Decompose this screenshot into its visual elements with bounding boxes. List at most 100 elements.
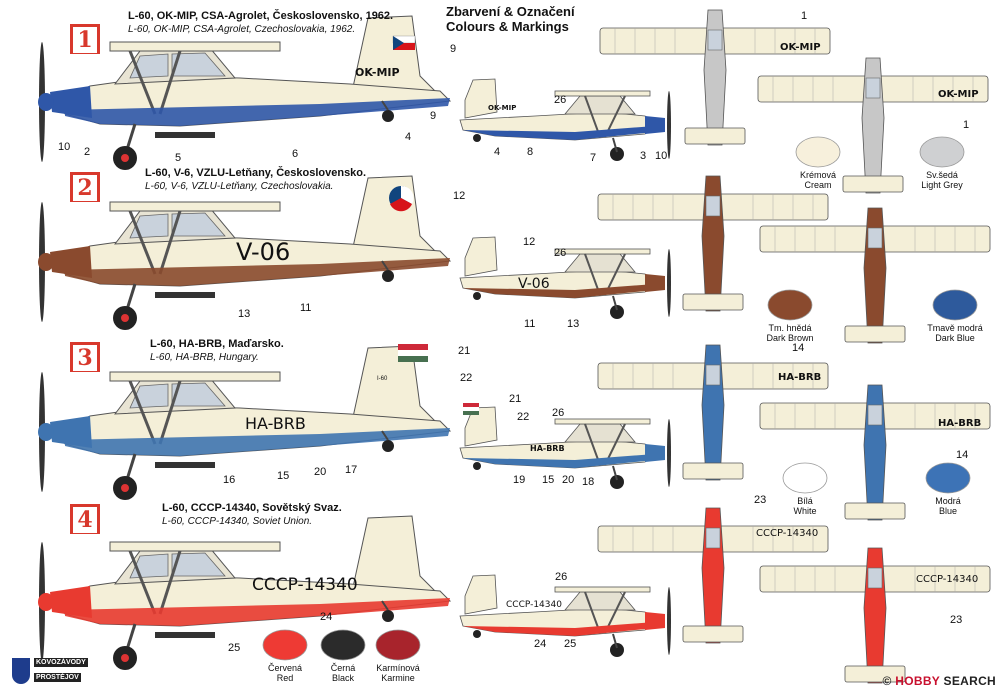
callout: 10 [58,141,71,153]
callout: 26 [554,94,567,106]
callout: 1 [963,119,970,131]
reg-4-top: CCCP-14340 [756,528,819,539]
callout: 21 [458,345,471,357]
caption-2-cz: L-60, V-6, VZLU-Letňany, Československo. [145,167,367,179]
callout: 21 [509,393,522,405]
reg-4-side: CCCP-14340 [252,575,358,595]
colour-swatch [919,136,965,168]
reg-4-mini: CCCP-14340 [506,600,562,610]
callout: 14 [956,449,969,461]
swatch-name-en: White [793,506,817,516]
callout: 15 [542,474,555,486]
caption-1-en: L-60, OK-MIP, CSA-Agrolet, Czechoslovaki… [128,24,356,35]
swatch-name-cz: Modrá [935,496,961,506]
callout: 14 [792,342,805,354]
callout: 8 [527,146,534,158]
swatch-name-cz: Tmavě modrá [927,323,983,333]
callout: 1 [801,10,808,22]
colour-swatch [795,136,841,168]
callout: 2 [84,146,91,158]
reg-3-top: HA-BRB [778,372,822,383]
callout: 26 [555,571,568,583]
colour-swatch [782,462,828,494]
hungarian-flag-mini-3 [463,403,479,415]
callout: 9 [430,110,437,122]
callout: 23 [950,614,963,626]
caption-3-cz: L-60, HA-BRB, Maďarsko. [150,338,284,350]
callout: 13 [238,308,251,320]
manufacturer-logo: KOVOZÁVODY PROSTĚJOV [10,656,92,688]
swatch-name-en: Cream [804,180,832,190]
callout: 12 [453,190,466,202]
logo-line1: KOVOZÁVODY [34,658,88,667]
callout: 10 [655,150,668,162]
callout: 4 [405,131,412,143]
colour-swatch [375,629,421,661]
swatch-name-en: Dark Blue [935,333,975,343]
callout: 22 [517,411,530,423]
callout: 5 [175,152,182,164]
czech-roundel-2 [389,185,414,212]
swatch-name-cz: Krémová [799,170,836,180]
colour-swatch [932,289,978,321]
reg-3-side: HA-BRB [245,414,306,433]
callout: 3 [640,150,647,162]
callout: 25 [564,638,577,650]
callout: 23 [754,494,767,506]
callout: 20 [314,466,327,478]
caption-1-cz: L-60, OK-MIP, CSA-Agrolet, Československ… [128,10,394,22]
callout: 22 [460,372,473,384]
reg-1-bottom: OK-MIP [938,89,979,100]
callout: 11 [300,302,312,314]
swatch-name-cz: Červená [267,663,303,673]
colour-swatches [262,136,978,661]
callout: 24 [534,638,547,650]
callout: 25 [228,642,241,654]
scheme-badge-4: 4 [70,504,100,534]
callout: 9 [450,43,457,55]
reg-3-bottom: HA-BRB [938,418,982,429]
reg-2-side: V-06 [236,238,291,266]
caption-3-en: L-60, HA-BRB, Hungary. [150,352,259,363]
czech-flag-1 [392,35,416,50]
callout: 26 [552,407,565,419]
callout: 18 [582,476,595,488]
colour-swatch [320,629,366,661]
caption-4-cz: L-60, CCCP-14340, Sovětský Svaz. [162,502,342,514]
swatch-name-en: Black [331,673,354,683]
swatch-name-cz: Tm. hnědá [768,323,812,333]
callout: 16 [223,474,236,486]
swatch-name-en: Red [276,673,294,683]
title-en: Colours & Markings [446,19,569,34]
callout: 24 [320,611,333,623]
callout: 15 [277,470,290,482]
logo-line2: PROSTĚJOV [34,673,81,682]
swatch-name-cz: Černá [330,663,356,673]
callout: 19 [513,474,526,486]
swatch-name-cz: Sv.šedá [926,170,958,180]
hungarian-flag-3 [398,344,428,362]
callout: 20 [562,474,575,486]
callout: 13 [567,318,580,330]
watermark: © HOBBY SEARCH [882,674,996,688]
colour-swatch [767,289,813,321]
callout: 26 [554,247,567,259]
callout: 4 [494,146,501,158]
reg-4-bottom: CCCP-14340 [916,574,979,585]
title-cz: Zbarvení & Označení [446,4,575,19]
callout: 7 [590,152,597,164]
swatch-name-en: Blue [938,506,957,516]
shield-icon [12,658,30,684]
swatch-name-en: Light Grey [921,180,963,190]
swatch-name-cz: Karmínová [376,663,420,673]
swatch-name-en: Karmine [381,673,415,683]
